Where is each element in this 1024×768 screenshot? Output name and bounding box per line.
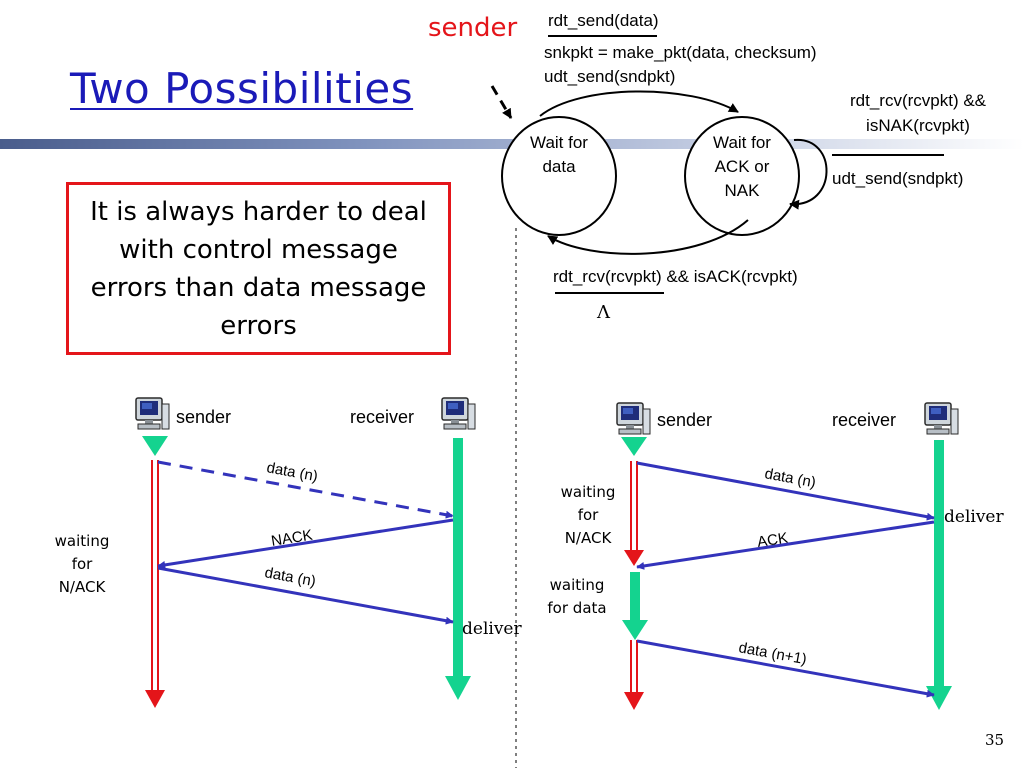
callout-box: It is always harder to deal with control… bbox=[66, 182, 451, 355]
page-number: 35 bbox=[985, 731, 1005, 749]
left-waiting-line1: waiting bbox=[55, 532, 110, 550]
state-wait-for-ack bbox=[684, 116, 800, 236]
right-sender-start-marker bbox=[621, 437, 647, 456]
fsm-init-action-2: udt_send(sndpkt) bbox=[544, 67, 675, 86]
nak-event-line2: isNAK(rcvpkt) bbox=[866, 116, 970, 135]
right-waiting-ack-line3: N/ACK bbox=[565, 529, 613, 547]
left-sender-start-marker bbox=[142, 436, 168, 456]
right-receiver-label: receiver bbox=[832, 410, 896, 430]
callout-text: It is always harder to deal with control… bbox=[90, 196, 427, 341]
transition-ack-received bbox=[547, 219, 749, 255]
computer-icon bbox=[135, 397, 170, 430]
right-msg-data-n-plus-1 bbox=[636, 639, 935, 698]
left-msg-data-n-resend bbox=[157, 566, 454, 625]
transition-nak-selfloop bbox=[789, 138, 828, 210]
right-sender-wait-data-end bbox=[622, 620, 648, 640]
ack-action-lambda: Λ bbox=[596, 302, 611, 323]
computer-icon bbox=[441, 397, 476, 430]
computer-icon bbox=[924, 402, 959, 435]
right-deliver-label: deliver bbox=[944, 507, 1004, 527]
fsm-initial-arrow bbox=[490, 85, 513, 119]
ack-event: rdt_rcv(rcvpkt) && isACK(rcvpkt) bbox=[553, 267, 798, 286]
state-wait-ack-line1: Wait for bbox=[713, 133, 771, 152]
left-receiver-label: receiver bbox=[350, 407, 414, 427]
computer-icon bbox=[616, 402, 651, 435]
left-deliver-label: deliver bbox=[462, 619, 522, 639]
nak-event-line1: rdt_rcv(rcvpkt) && bbox=[850, 91, 987, 110]
right-msg-3-label: data (n+1) bbox=[737, 639, 808, 668]
left-sender-label: sender bbox=[176, 407, 231, 427]
state-wait-data-line2: data bbox=[542, 157, 576, 176]
right-sender-wait-data-bar bbox=[630, 572, 640, 622]
right-waiting-ack-line2: for bbox=[578, 506, 599, 524]
state-wait-ack-line2: ACK or bbox=[715, 157, 770, 176]
right-waiting-data-line1: waiting bbox=[550, 576, 605, 594]
left-sender-end-marker bbox=[145, 690, 165, 708]
right-msg-ack bbox=[636, 520, 935, 570]
left-msg-1-label: data (n) bbox=[265, 459, 319, 485]
right-sender-label: sender bbox=[657, 410, 712, 430]
left-msg-nack bbox=[157, 518, 454, 569]
right-msg-data-n bbox=[636, 461, 935, 521]
fsm-init-event: rdt_send(data) bbox=[548, 11, 659, 30]
left-msg-2-label: NACK bbox=[270, 527, 314, 550]
state-wait-data-line1: Wait for bbox=[530, 133, 588, 152]
nak-action: udt_send(sndpkt) bbox=[832, 169, 963, 188]
state-wait-for-data bbox=[501, 116, 617, 236]
transition-send-data bbox=[539, 90, 739, 117]
left-msg-data-n-lost bbox=[157, 460, 454, 519]
left-waiting-line3: N/ACK bbox=[59, 578, 107, 596]
right-waiting-data-line2: for data bbox=[547, 599, 606, 617]
right-receiver-line bbox=[934, 440, 944, 688]
right-waiting-ack-line1: waiting bbox=[561, 483, 616, 501]
right-receiver-end-marker bbox=[926, 686, 952, 710]
left-receiver-line bbox=[453, 438, 463, 678]
fsm-role-label: sender bbox=[428, 13, 518, 43]
left-msg-3-label: data (n) bbox=[263, 564, 317, 590]
fsm-init-action-1: snkpkt = make_pkt(data, checksum) bbox=[544, 43, 817, 62]
right-sender-wait-ack-end bbox=[624, 550, 644, 566]
slide-title: Two Possibilities bbox=[70, 64, 414, 113]
right-sender-end-marker bbox=[624, 692, 644, 710]
right-msg-2-label: ACK bbox=[756, 530, 789, 551]
left-waiting-line2: for bbox=[72, 555, 93, 573]
left-receiver-end-marker bbox=[445, 676, 471, 700]
state-wait-ack-line3: NAK bbox=[725, 181, 761, 200]
